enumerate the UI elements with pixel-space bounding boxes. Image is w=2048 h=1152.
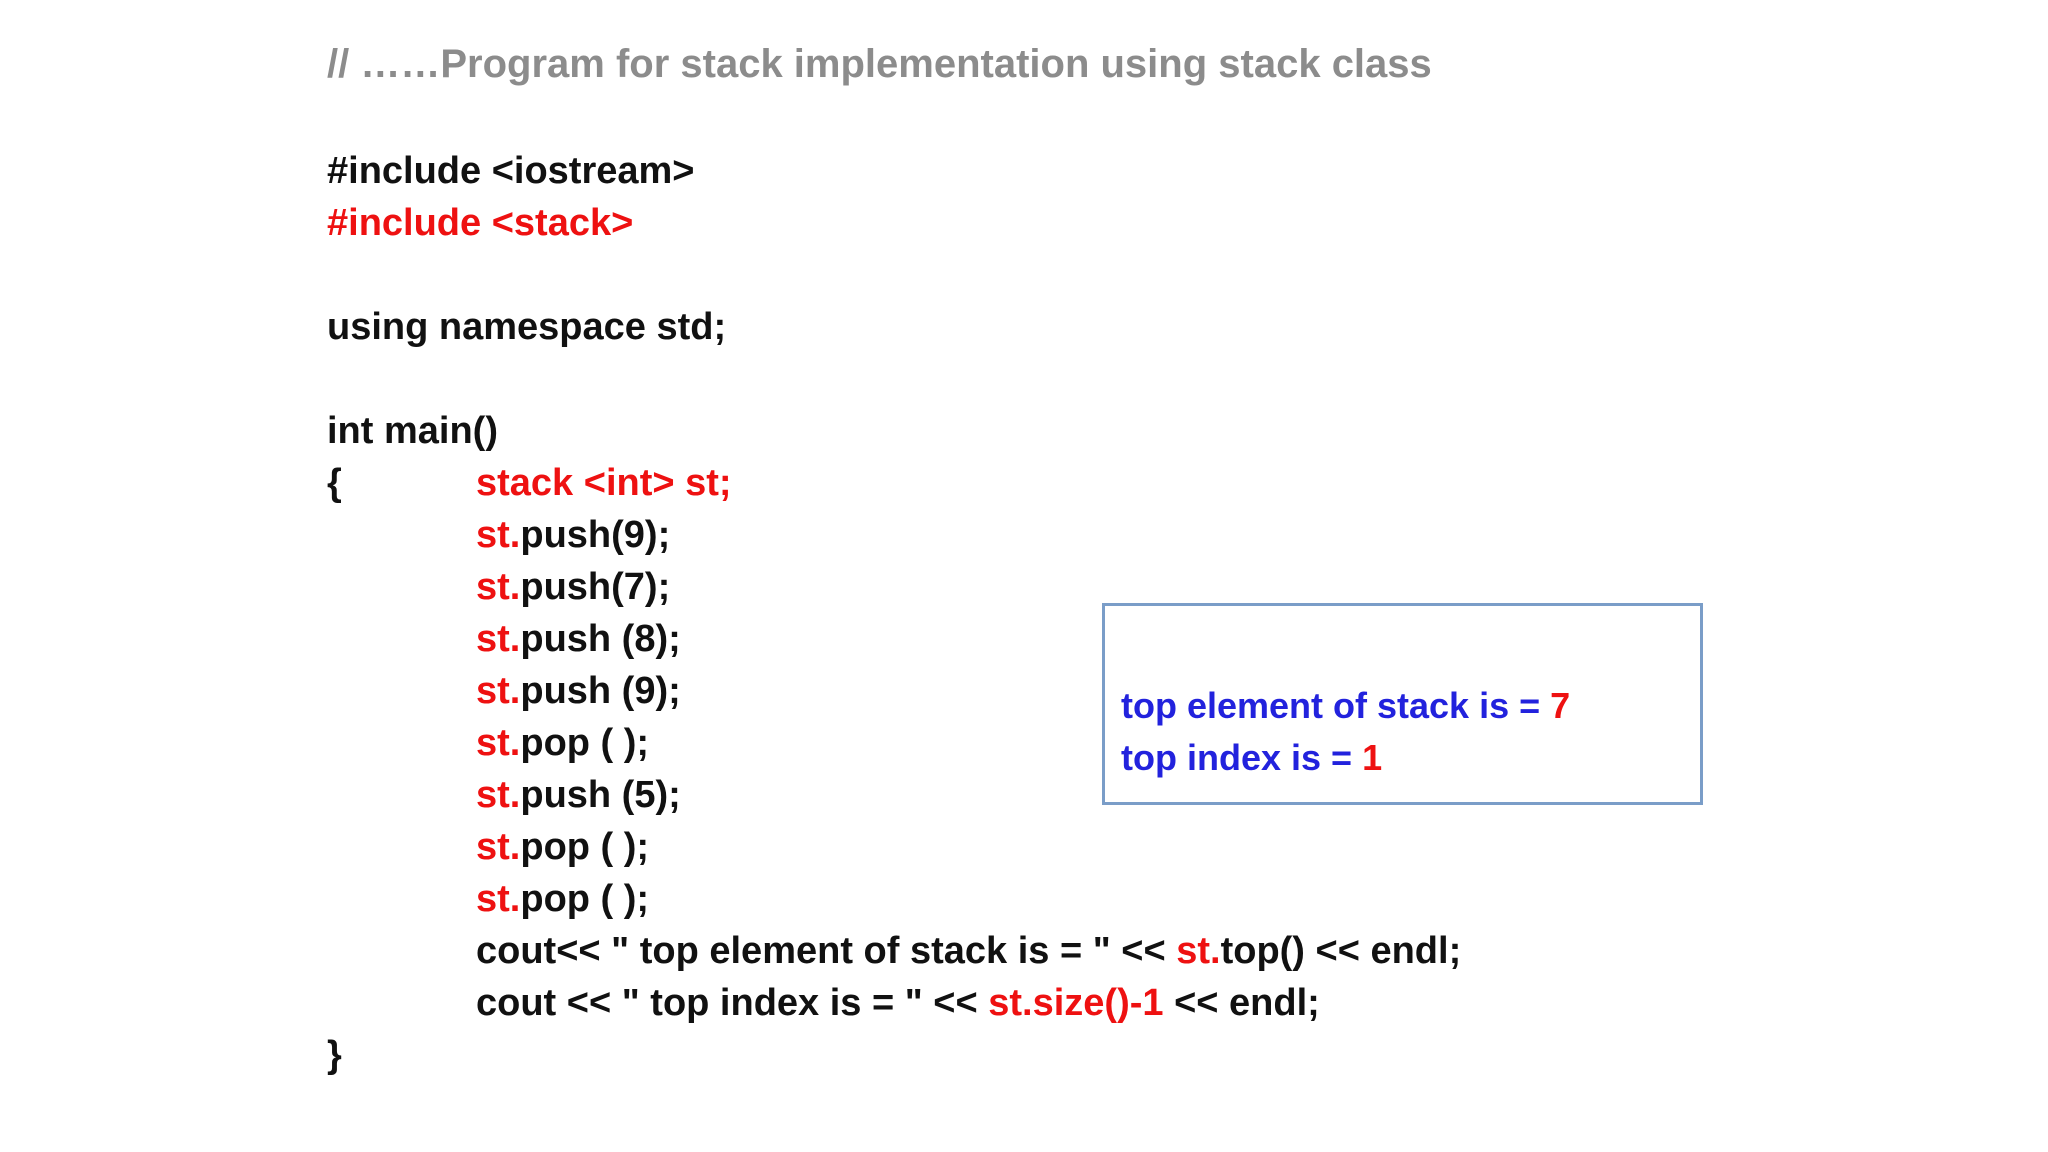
code-line-segment: pop ( ); xyxy=(520,878,650,920)
output-line-segment: 1 xyxy=(1362,737,1383,778)
output-line-segment: top element of stack is = xyxy=(1121,685,1551,726)
code-line: st.pop ( ); xyxy=(327,717,1461,769)
code-line-segment: st. xyxy=(476,670,521,712)
code-line: st.push (5); xyxy=(327,769,1461,821)
code-line-segment: push(9); xyxy=(520,514,671,556)
code-line-segment: stack <int> st; xyxy=(476,462,732,504)
code-line-segment: st. xyxy=(476,566,521,608)
output-line: top index is = 1 xyxy=(1121,732,1570,784)
code-line-segment: push (8); xyxy=(520,618,681,660)
code-line-segment: push (5); xyxy=(520,774,681,816)
code-line-segment: top() << endl; xyxy=(1220,930,1462,972)
code-line: st.pop ( ); xyxy=(327,821,1461,873)
code-line-segment: #include <stack> xyxy=(327,202,634,244)
code-line-segment: } xyxy=(327,1034,342,1076)
code-line-segment: pop ( ); xyxy=(520,722,650,764)
code-line: #include <iostream> xyxy=(327,145,1461,197)
code-line-segment: st. xyxy=(476,774,521,816)
code-line-segment: #include <iostream> xyxy=(327,150,695,192)
code-line: cout<< " top element of stack is = " << … xyxy=(327,925,1461,977)
code-line-segment: st. xyxy=(476,722,521,764)
output-line-segment: 7 xyxy=(1550,685,1571,726)
code-line: int main() xyxy=(327,405,1461,457)
code-line xyxy=(327,353,1461,405)
code-line: st.push (9); xyxy=(327,665,1461,717)
code-line-segment: st. xyxy=(476,618,521,660)
code-line-segment: pop ( ); xyxy=(520,826,650,868)
code-line: } xyxy=(327,1029,1461,1081)
code-line: st.push (8); xyxy=(327,613,1461,665)
code-line-segment: st. xyxy=(476,514,521,556)
code-line-segment: using namespace std; xyxy=(327,306,727,348)
code-line xyxy=(327,249,1461,301)
code-line-segment: st. xyxy=(1176,930,1221,972)
code-line-segment: { xyxy=(327,462,342,504)
code-line-segment: st. xyxy=(476,826,521,868)
code-block: #include <iostream> #include <stack> using… xyxy=(327,145,1461,1081)
code-line-segment: st. xyxy=(476,878,521,920)
code-line-segment: push (9); xyxy=(520,670,681,712)
code-line: cout << " top index is = " << st.size()-… xyxy=(327,977,1461,1029)
output-line-segment: top index is = xyxy=(1121,737,1363,778)
code-line-segment: st.size()-1 xyxy=(988,982,1164,1024)
code-line: #include <stack> xyxy=(327,197,1461,249)
output-line: top element of stack is = 7 xyxy=(1121,680,1570,732)
code-line: st.pop ( ); xyxy=(327,873,1461,925)
code-line: st.push(9); xyxy=(327,509,1461,561)
code-line-segment: cout<< " top element of stack is = " << xyxy=(476,930,1177,972)
code-line-segment: int main() xyxy=(327,410,498,452)
code-line-segment: << endl; xyxy=(1163,982,1320,1024)
code-line: st.push(7); xyxy=(327,561,1461,613)
code-line-segment: push(7); xyxy=(520,566,671,608)
code-line: using namespace std; xyxy=(327,301,1461,353)
slide-title: // ……Program for stack implementation us… xyxy=(327,42,1432,86)
code-line-segment: cout << " top index is = " << xyxy=(476,982,989,1024)
code-line: { stack <int> st; xyxy=(327,457,1461,509)
